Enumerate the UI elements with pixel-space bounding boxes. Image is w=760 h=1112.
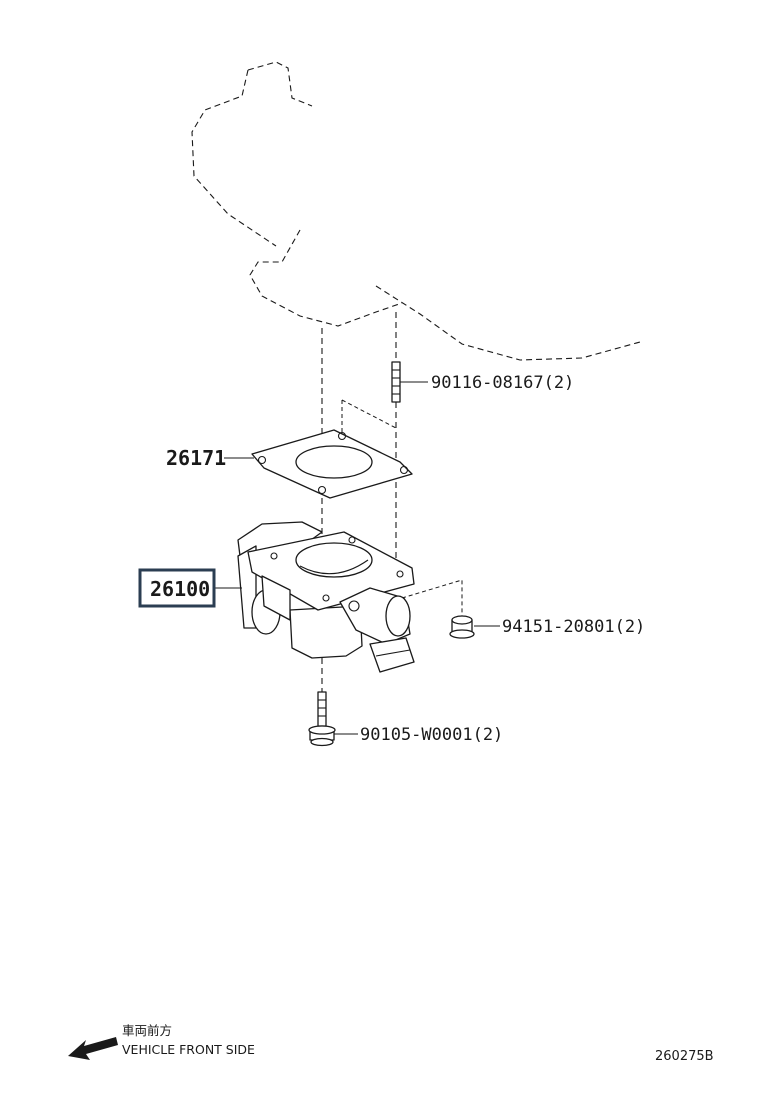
flange-nut xyxy=(449,615,475,639)
highlight-frame xyxy=(138,568,216,608)
intake-manifold-outline xyxy=(191,61,641,361)
direction-japanese: 車両前方 xyxy=(122,1023,172,1038)
stud-bolt xyxy=(391,361,401,403)
direction-english: VEHICLE FRONT SIDE xyxy=(122,1042,255,1057)
flange-bolt xyxy=(308,691,336,747)
leader-lines xyxy=(214,381,500,735)
callout-gasket: 26171 xyxy=(166,446,226,470)
figure-code: 260275B xyxy=(655,1049,714,1064)
callout-stud: 90116-08167(2) xyxy=(431,373,574,393)
front-arrow-icon xyxy=(68,1037,118,1060)
callout-nut: 94151-20801(2) xyxy=(502,617,645,637)
callout-bolt: 90105-W0001(2) xyxy=(360,725,503,745)
gasket xyxy=(251,429,413,499)
throttle-body xyxy=(237,521,415,673)
callout-throttle-body: 26100 xyxy=(150,577,210,601)
